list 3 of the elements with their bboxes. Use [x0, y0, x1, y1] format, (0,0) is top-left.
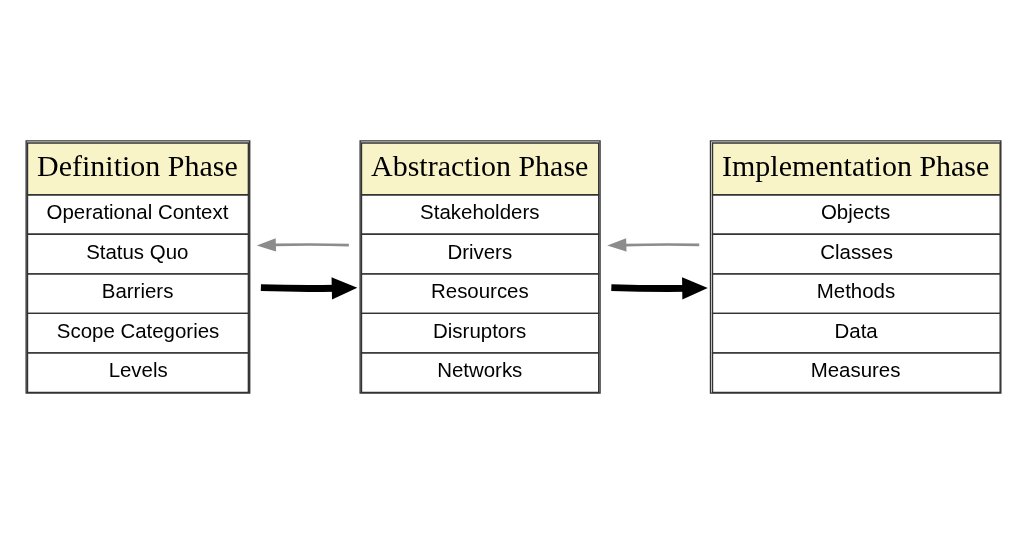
arrow	[607, 237, 700, 252]
arrow	[256, 237, 349, 252]
arrow	[260, 276, 358, 299]
